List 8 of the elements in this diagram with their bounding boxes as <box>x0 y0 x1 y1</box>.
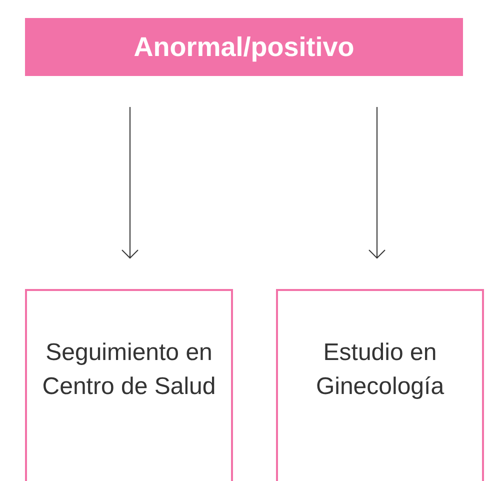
process-box <box>276 289 484 481</box>
box-text: Estudio en Ginecología <box>314 338 446 402</box>
process-box <box>25 289 233 481</box>
header-text: Anormal/positivo <box>134 30 354 64</box>
arrow <box>122 106 138 258</box>
arrow <box>368 106 386 258</box>
box-text: Seguimiento en Centro de Salud <box>41 338 217 402</box>
header-box <box>25 18 463 76</box>
